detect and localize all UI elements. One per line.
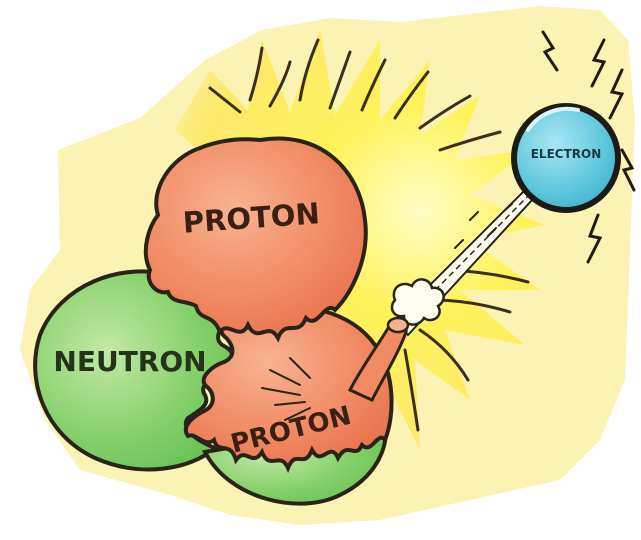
electron-label: ELECTRON [531,147,602,161]
neutron-label: NEUTRON [53,345,206,378]
